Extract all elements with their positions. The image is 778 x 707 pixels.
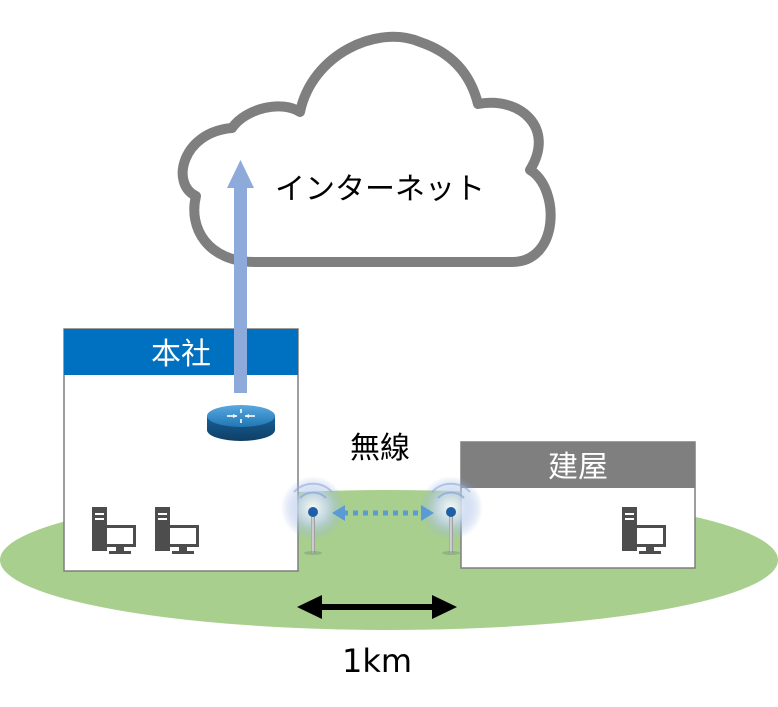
- wireless-antenna-icon: [419, 476, 483, 555]
- wireless-link-arrow: [332, 505, 434, 521]
- internet-cloud: インターネット: [177, 31, 556, 267]
- wireless-label: 無線: [350, 431, 410, 466]
- headquarters-box: 本社: [63, 328, 299, 572]
- distance-label: 1km: [342, 642, 412, 680]
- pc-icon: [622, 507, 666, 554]
- building-label: 建屋: [548, 450, 608, 485]
- wireless-antenna-icon: [281, 476, 345, 555]
- distance-arrow: [297, 595, 457, 619]
- uplink-arrow: [227, 160, 254, 393]
- internet-label: インターネット: [275, 172, 485, 207]
- headquarters-label: 本社: [151, 337, 211, 372]
- building-box: 建屋: [460, 441, 696, 569]
- pc-icon: [155, 507, 199, 554]
- building-header: [461, 442, 695, 488]
- router-icon: [207, 405, 275, 441]
- headquarters-header: [64, 329, 298, 375]
- pc-icon: [92, 507, 136, 554]
